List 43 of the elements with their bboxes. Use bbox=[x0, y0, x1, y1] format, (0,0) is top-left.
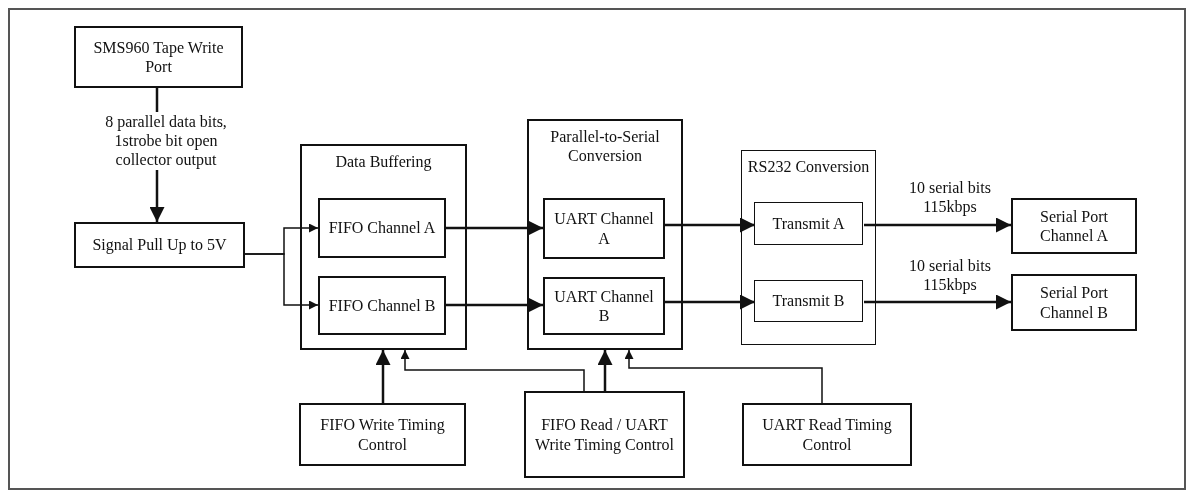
arrow bbox=[597, 350, 613, 391]
block-box bbox=[742, 403, 912, 466]
arrow bbox=[624, 349, 823, 404]
block-label: Signal Pull Up to 5V bbox=[91, 235, 228, 255]
block-box bbox=[754, 202, 863, 245]
group-box bbox=[527, 119, 683, 350]
group-title: Parallel-to-Serial Conversion bbox=[549, 127, 661, 166]
block-label: SMS960 Tape Write Port bbox=[92, 37, 225, 77]
group-title: RS232 Conversion bbox=[746, 157, 871, 177]
arrow bbox=[375, 350, 391, 403]
block-box bbox=[74, 222, 245, 268]
block-label: Serial Port Channel B bbox=[1039, 283, 1109, 322]
arrow bbox=[665, 217, 755, 233]
group-box bbox=[300, 144, 467, 350]
arrow bbox=[665, 294, 755, 310]
group-title: Transmit B bbox=[771, 291, 846, 311]
block-box bbox=[524, 391, 685, 478]
block-box bbox=[543, 198, 665, 259]
group-title: Data Buffering bbox=[334, 152, 433, 172]
block-box bbox=[299, 403, 466, 466]
group-title: Transmit A bbox=[771, 213, 846, 234]
group-box bbox=[741, 150, 876, 345]
block-box bbox=[1011, 198, 1137, 254]
block-label: UART Channel A bbox=[553, 209, 655, 248]
arrow bbox=[446, 297, 543, 313]
block-box bbox=[1011, 274, 1137, 331]
block-box bbox=[318, 276, 446, 335]
arrow bbox=[244, 253, 319, 310]
arrow bbox=[446, 220, 543, 236]
block-label: UART Channel B bbox=[553, 286, 655, 326]
arrow bbox=[864, 217, 1011, 233]
block-label: FIFO Write Timing Control bbox=[319, 415, 446, 454]
block-box bbox=[74, 26, 243, 88]
block-label: UART Read Timing Control bbox=[761, 415, 893, 454]
block-label: FIFO Channel A bbox=[327, 218, 437, 238]
block-label: Serial Port Channel A bbox=[1039, 206, 1109, 246]
block-box bbox=[318, 198, 446, 258]
block-box bbox=[754, 280, 863, 322]
block-label: FIFO Channel B bbox=[327, 295, 437, 316]
arrow bbox=[864, 294, 1011, 310]
block-box bbox=[543, 277, 665, 335]
arrow bbox=[400, 349, 585, 392]
block-label: FIFO Read / UART Write Timing Control bbox=[534, 415, 675, 454]
